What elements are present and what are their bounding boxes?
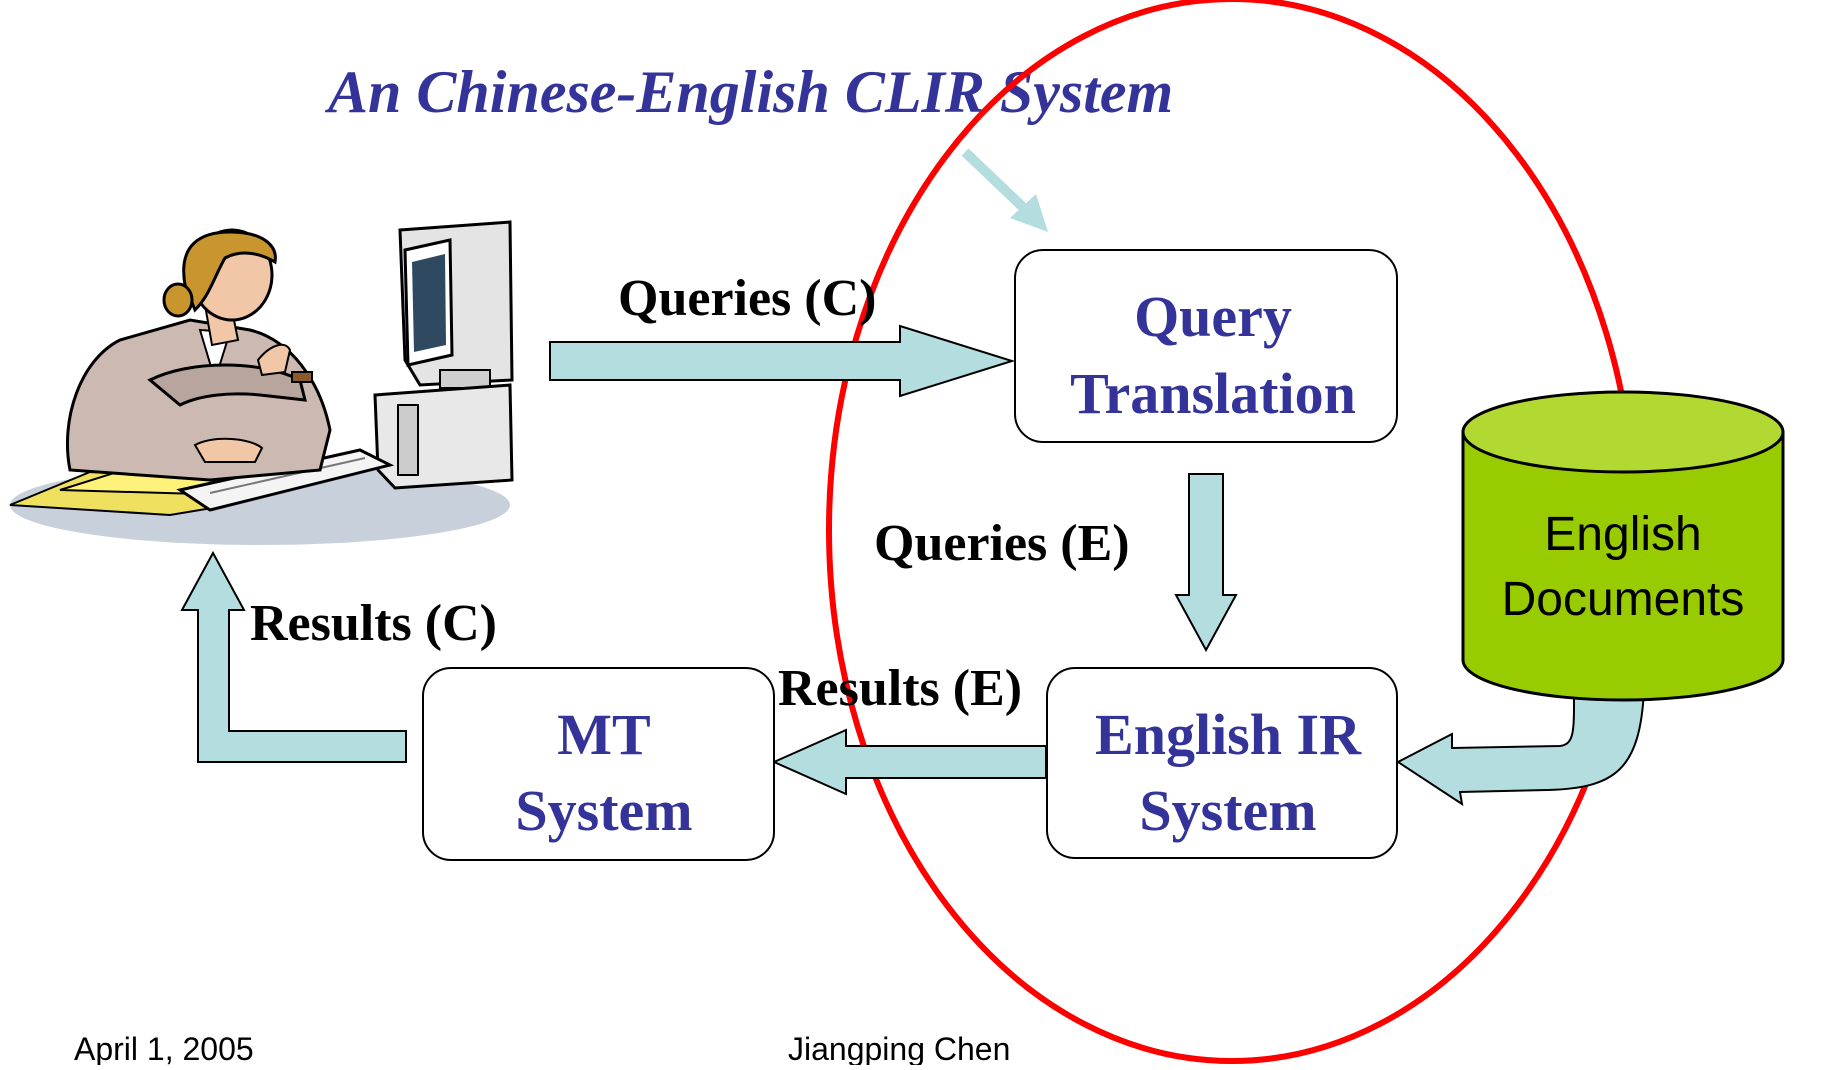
mt-system-box: MT System (422, 667, 775, 861)
label-results-c: Results (C) (250, 595, 497, 652)
arrow-documents-to-ir (1396, 686, 1646, 807)
slide-title: An Chinese-English CLIR System (324, 59, 1173, 125)
label-results-e: Results (E) (778, 660, 1022, 717)
query-translation-line2: Translation (1070, 361, 1356, 426)
pointer-arrow (961, 148, 1048, 232)
english-ir-system-box: English IR System (1046, 667, 1398, 859)
label-queries-c: Queries (C) (618, 270, 876, 327)
english-documents-line2: Documents (1502, 573, 1745, 626)
english-ir-line1: English IR (1095, 702, 1362, 767)
english-ir-line2: System (1139, 778, 1316, 843)
arrow-results-c (180, 550, 407, 763)
arrow-results-e (771, 728, 1047, 796)
mt-system-line2: System (515, 778, 692, 843)
arrow-queries-c (549, 324, 1016, 398)
label-queries-e: Queries (E) (874, 515, 1130, 572)
woman-at-computer-icon (9, 220, 514, 545)
query-translation-box: Query Translation (1014, 249, 1398, 443)
query-translation-line1: Query (1134, 284, 1292, 349)
footer-date: April 1, 2005 (74, 1031, 254, 1065)
mt-system-line1: MT (557, 702, 650, 767)
english-documents-line1: English (1544, 508, 1701, 561)
arrow-queries-e (1174, 473, 1238, 653)
footer-author: Jiangping Chen (788, 1031, 1010, 1065)
english-documents-cylinder: English Documents (1461, 390, 1785, 702)
